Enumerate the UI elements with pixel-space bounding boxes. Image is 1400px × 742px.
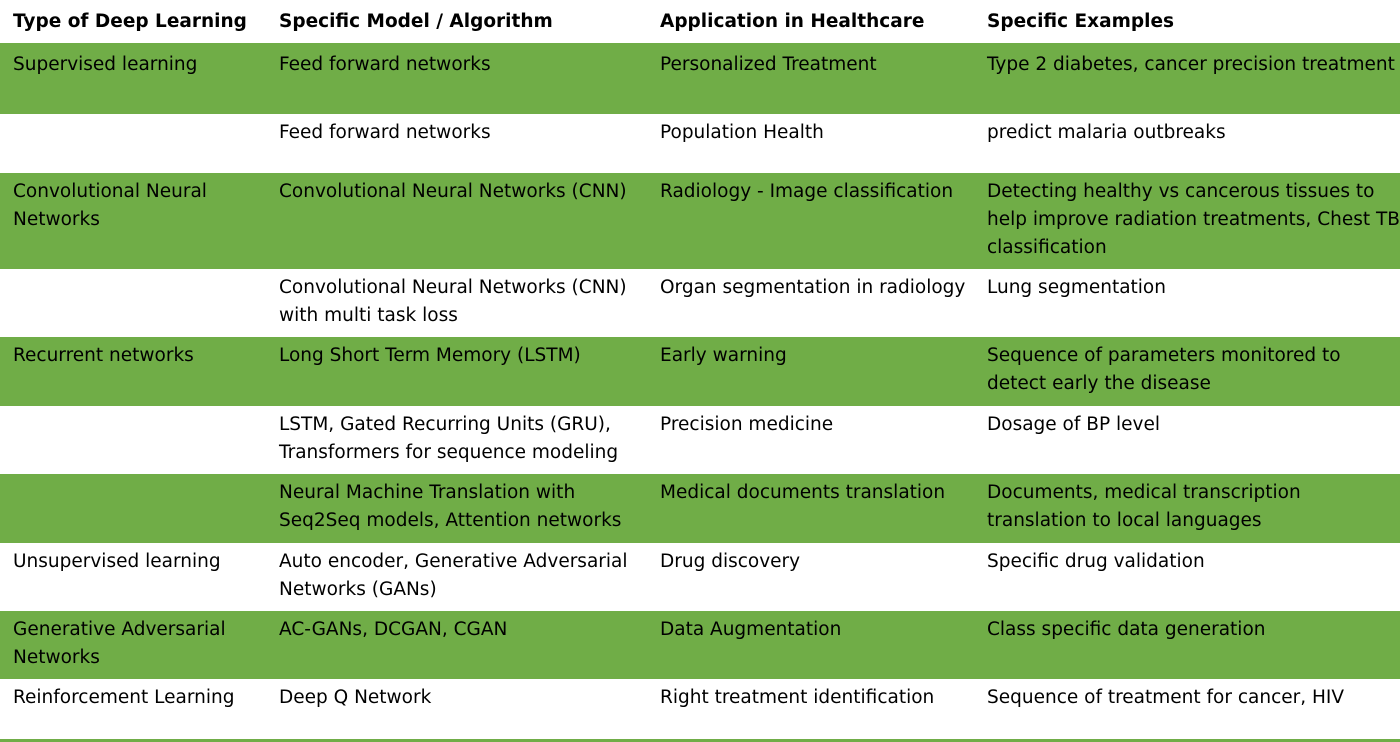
- table-bottom-rule: [0, 739, 1400, 742]
- table-header-row: Type of Deep Learning Specific Model / A…: [0, 0, 1400, 46]
- table-cell: Deep Q Network: [279, 687, 432, 708]
- table-row: Feed forward networks Population Health …: [0, 114, 1400, 173]
- table-cell: [0, 269, 266, 337]
- table-cell: Dosage of BP level: [987, 414, 1160, 435]
- table-cell: [0, 114, 266, 173]
- table-cell: Documents, medical transcription transla…: [987, 482, 1301, 531]
- table-cell: Personalized Treatment: [660, 54, 877, 75]
- table-row: Convolutional Neural Networks (CNN) with…: [0, 269, 1400, 337]
- table-cell: Feed forward networks: [279, 122, 491, 143]
- header-application: Application in Healthcare: [660, 11, 925, 32]
- table-cell: Medical documents translation: [660, 482, 946, 503]
- table-cell: Radiology - Image classification: [660, 181, 954, 202]
- table-cell: AC-GANs, DCGAN, CGAN: [279, 619, 508, 640]
- table-row: LSTM, Gated Recurring Units (GRU), Trans…: [0, 406, 1400, 474]
- table-cell: Specific drug validation: [987, 551, 1205, 572]
- table-cell: [0, 474, 266, 543]
- table-row: Generative Adversarial Networks AC-GANs,…: [0, 611, 1400, 679]
- table-cell: Generative Adversarial Networks: [13, 619, 226, 668]
- table-cell: Detecting healthy vs cancerous tissues t…: [987, 181, 1400, 258]
- table-row: Convolutional Neural Networks Convolutio…: [0, 173, 1400, 269]
- table-cell: Population Health: [660, 122, 824, 143]
- table-cell: Lung segmentation: [987, 277, 1166, 298]
- table-cell: Convolutional Neural Networks (CNN) with…: [279, 277, 627, 326]
- table-cell: Drug discovery: [660, 551, 801, 572]
- table-row: Reinforcement Learning Deep Q Network Ri…: [0, 679, 1400, 739]
- table-cell: Neural Machine Translation with Seq2Seq …: [279, 482, 622, 531]
- table-cell: Organ segmentation in radiology: [660, 277, 966, 298]
- header-specific-examples: Specific Examples: [987, 11, 1175, 32]
- table-cell: Right treatment identification: [660, 687, 935, 708]
- table-cell: Feed forward networks: [279, 54, 491, 75]
- table-cell: LSTM, Gated Recurring Units (GRU), Trans…: [279, 414, 619, 463]
- table-cell: Data Augmentation: [660, 619, 842, 640]
- table-cell: Precision medicine: [660, 414, 834, 435]
- table-cell: Convolutional Neural Networks (CNN): [279, 181, 627, 202]
- table-row: Supervised learning Feed forward network…: [0, 46, 1400, 114]
- header-specific-model: Specific Model / Algorithm: [279, 11, 553, 32]
- table-cell: [0, 406, 266, 474]
- table-row: Recurrent networks Long Short Term Memor…: [0, 337, 1400, 406]
- table-row: Unsupervised learning Auto encoder, Gene…: [0, 543, 1400, 611]
- table-cell: Sequence of parameters monitored to dete…: [987, 345, 1341, 394]
- table-cell: Early warning: [660, 345, 787, 366]
- table-cell: Type 2 diabetes, cancer precision treatm…: [987, 54, 1395, 75]
- table-cell: predict malaria outbreaks: [987, 122, 1226, 143]
- header-type-of-deep-learning: Type of Deep Learning: [13, 11, 247, 32]
- table-row: Neural Machine Translation with Seq2Seq …: [0, 474, 1400, 543]
- table-cell: Long Short Term Memory (LSTM): [279, 345, 581, 366]
- table-cell: Supervised learning: [13, 54, 198, 75]
- table-cell: Convolutional Neural Networks: [13, 181, 207, 230]
- table-cell: Auto encoder, Generative Adversarial Net…: [279, 551, 628, 600]
- table-cell: Sequence of treatment for cancer, HIV: [987, 687, 1345, 708]
- table-cell: Unsupervised learning: [13, 551, 221, 572]
- table-cell: Class specific data generation: [987, 619, 1266, 640]
- table-cell: Reinforcement Learning: [13, 687, 235, 708]
- table-cell: Recurrent networks: [13, 345, 194, 366]
